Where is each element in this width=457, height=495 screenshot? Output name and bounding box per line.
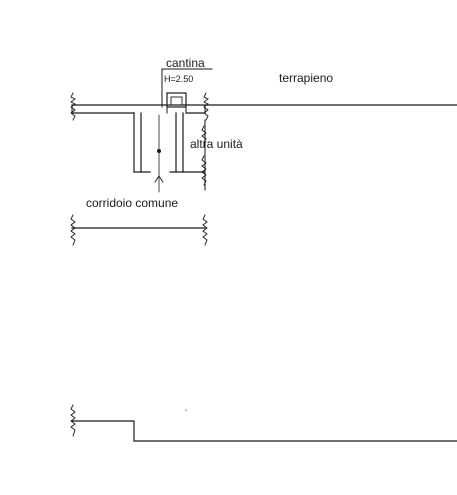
zigzag-break-line-icon	[70, 92, 209, 121]
upper-plan: cantina H=2.50 terrapieno altra unità co…	[70, 56, 457, 210]
zigzag-break-line-icon	[201, 119, 207, 191]
other-unit-label: altra unità	[190, 137, 243, 151]
cellar-label: cantina	[166, 56, 205, 70]
cellar-room	[166, 92, 187, 114]
lower-section	[70, 404, 457, 442]
common-corridor-label: corridoio comune	[86, 196, 178, 210]
zigzag-break-line-icon	[70, 214, 208, 246]
cellar-leader	[161, 68, 213, 108]
main-wall	[71, 104, 457, 114]
arrow-up-icon	[154, 114, 164, 193]
embankment-label: terrapieno	[279, 71, 333, 85]
zigzag-break-line-icon	[70, 404, 76, 437]
corridor-walls	[133, 112, 206, 173]
cellar-height-label: H=2.50	[164, 74, 193, 84]
corridor-lower-wall	[70, 214, 208, 246]
